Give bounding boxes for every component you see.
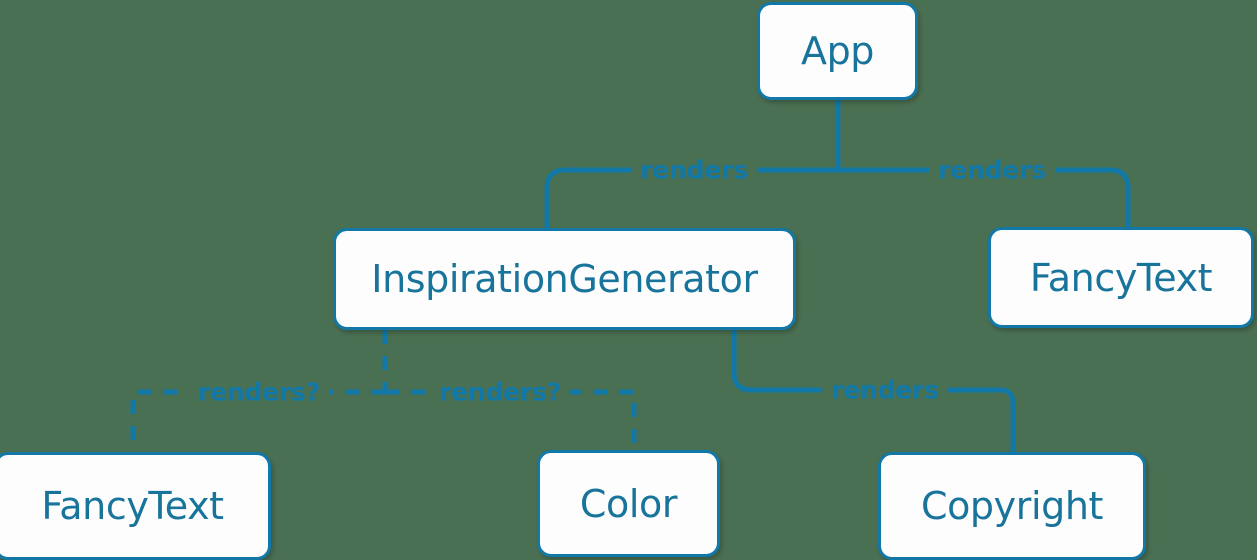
node-copyright[interactable]: Copyright — [878, 452, 1146, 560]
node-fancytext-right-label: FancyText — [1029, 255, 1213, 300]
edge-app-to-inspgen — [544, 167, 838, 228]
node-color[interactable]: Color — [537, 450, 720, 557]
edge-app-to-fancytext — [838, 167, 1131, 227]
node-copyright-label: Copyright — [920, 484, 1104, 528]
node-color-label: Color — [579, 481, 678, 526]
edge-inspgen-to-fancytext — [130, 389, 385, 452]
node-app[interactable]: App — [757, 2, 918, 100]
edge-label-inspgen-to-fancytext: renders? — [188, 379, 330, 405]
edge-label-inspgen-to-color: renders? — [429, 379, 571, 405]
node-inspiration-generator[interactable]: InspirationGenerator — [333, 228, 796, 330]
edge-label-inspgen-to-copyright: renders — [822, 377, 948, 403]
node-fancytext-left-label: FancyText — [41, 484, 224, 528]
edge-label-app-to-inspgen: renders — [631, 157, 757, 183]
edge-label-app-to-fancytext: renders — [929, 157, 1055, 183]
node-fancytext-right[interactable]: FancyText — [988, 227, 1254, 328]
node-inspiration-generator-label: InspirationGenerator — [371, 257, 758, 301]
node-fancytext-left[interactable]: FancyText — [0, 452, 271, 560]
node-app-label: App — [800, 29, 875, 73]
